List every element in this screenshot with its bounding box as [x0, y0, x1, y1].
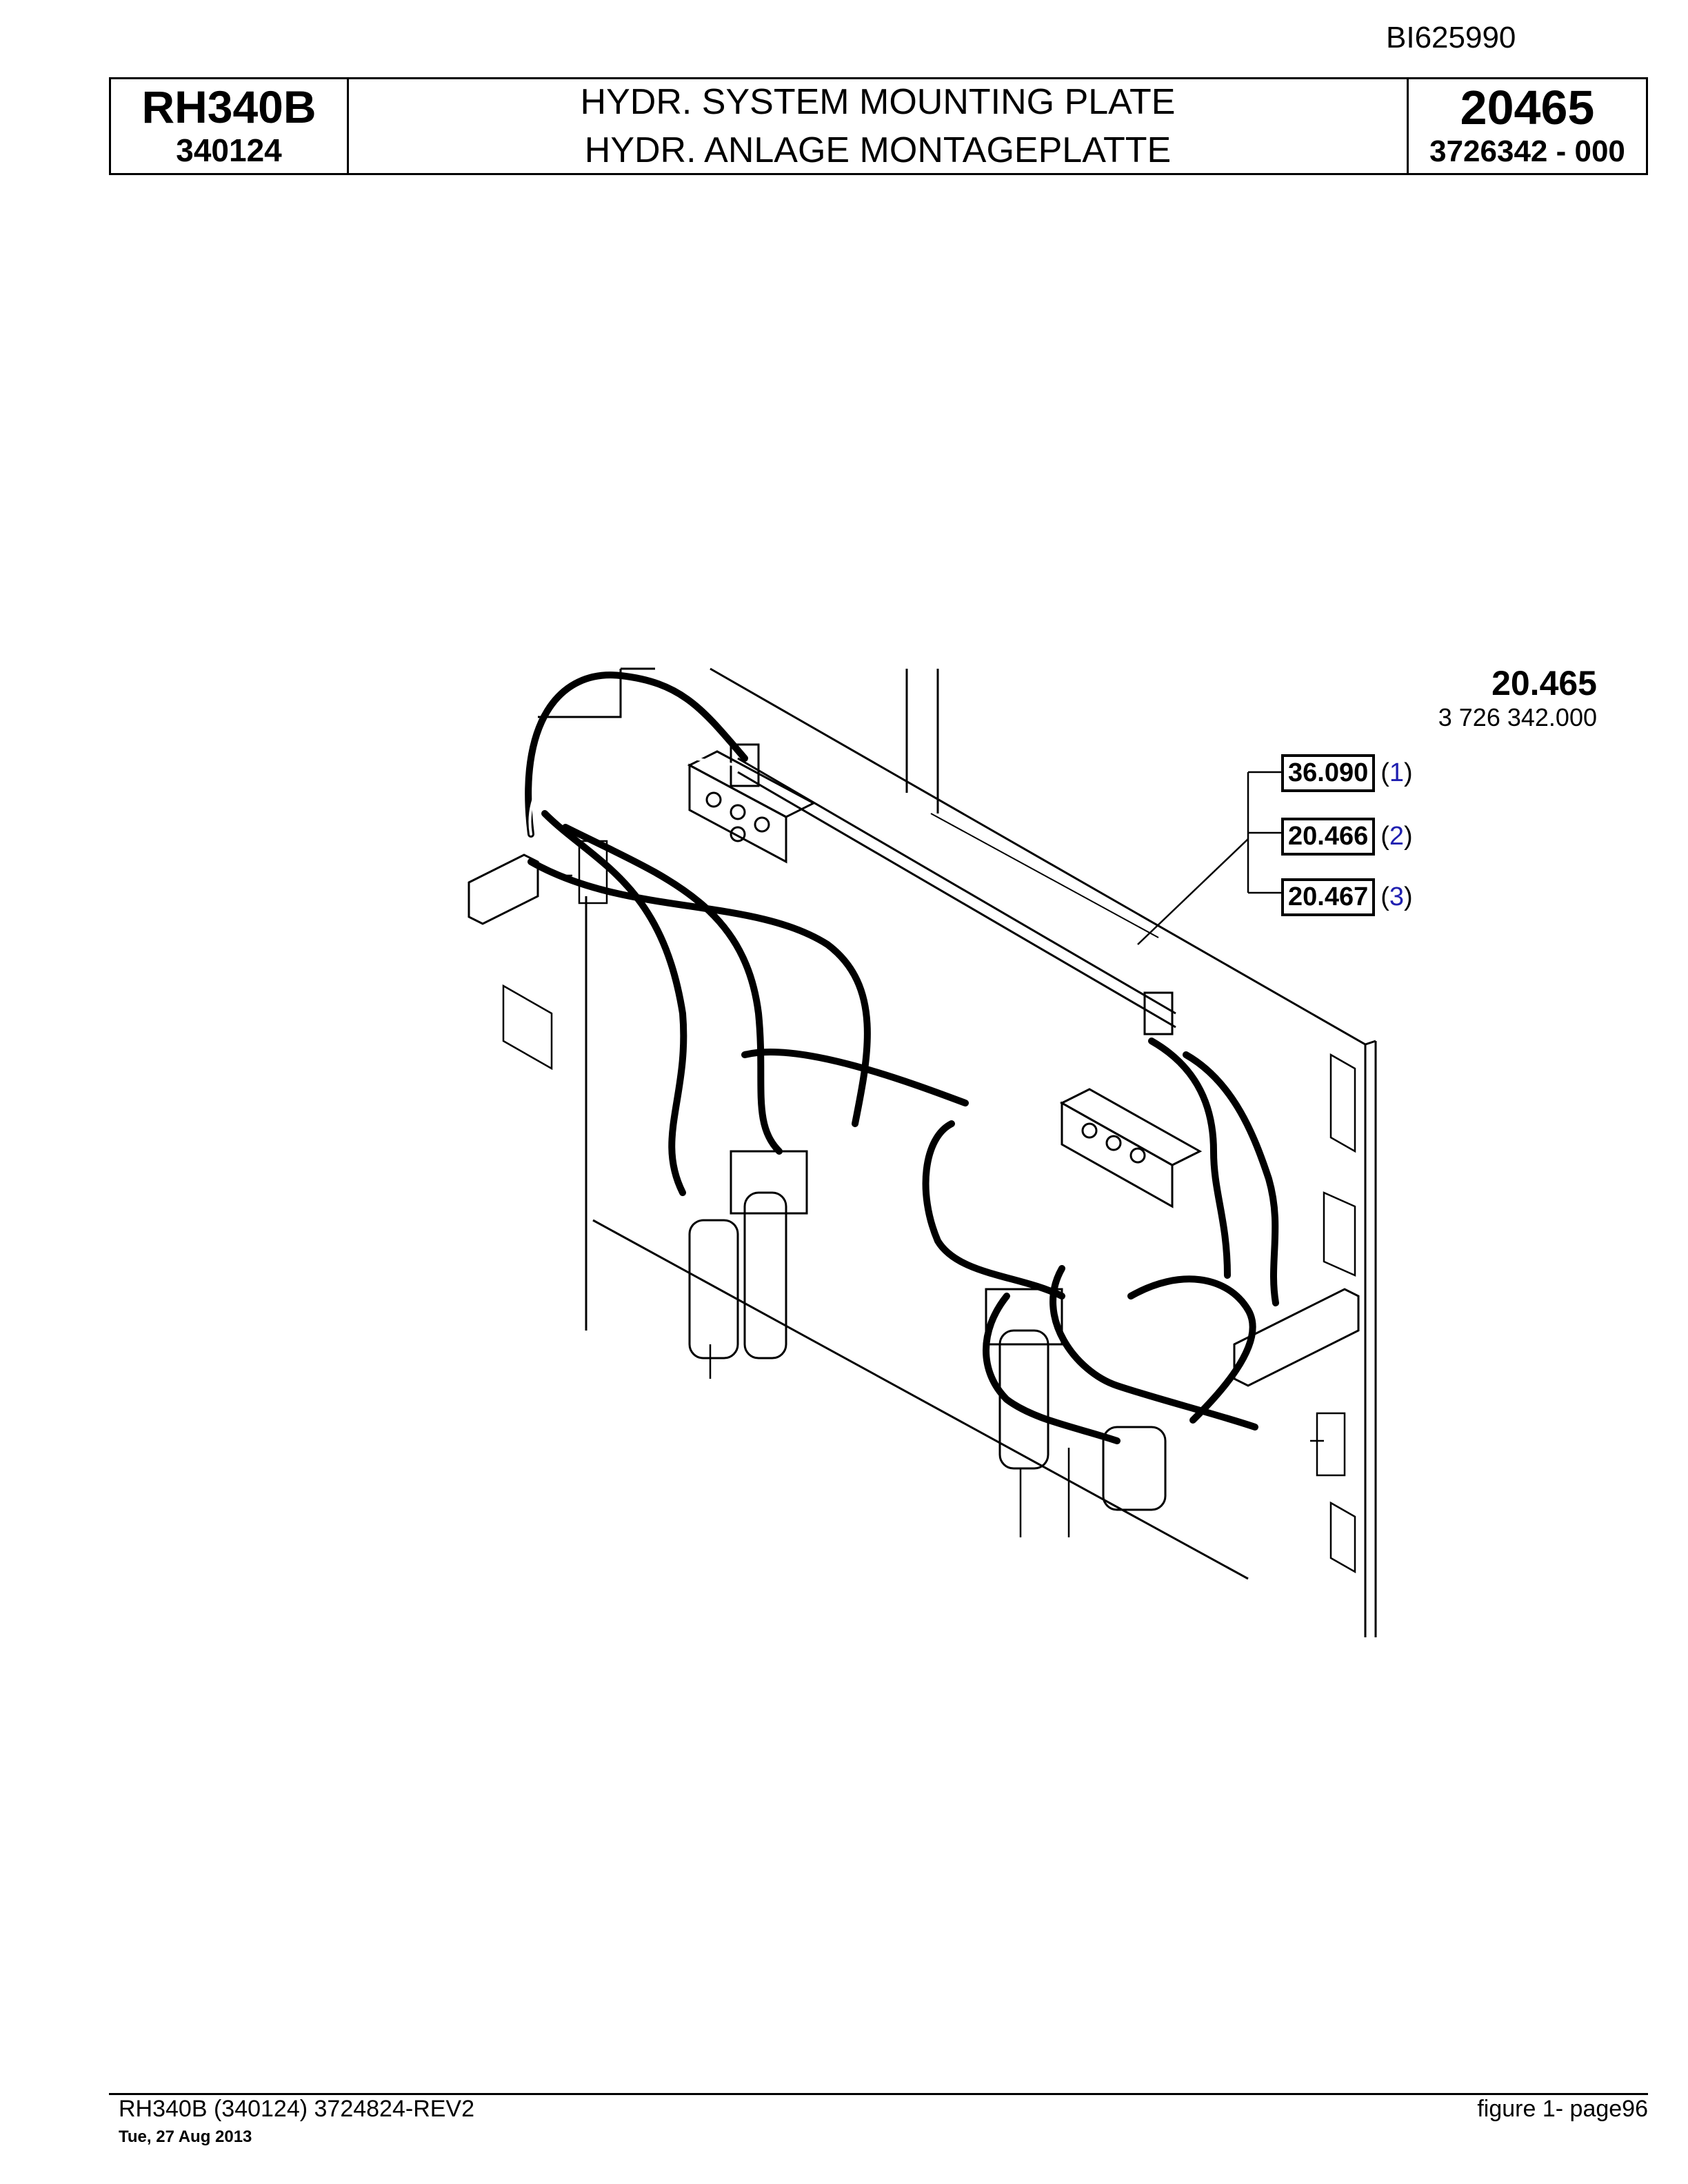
hydraulic-plate-drawing [468, 667, 1377, 1637]
model-cell: RH340B 340124 [111, 79, 349, 173]
cross-tube [730, 743, 1176, 1035]
callout-ref: 20.466 [1281, 818, 1376, 856]
callout-index: (1) [1380, 758, 1413, 787]
title-block: RH340B 340124 HYDR. SYSTEM MOUNTING PLAT… [109, 77, 1648, 175]
left-manifold [468, 750, 816, 925]
callout-ref: 20.467 [1281, 878, 1376, 916]
callout-index: (3) [1380, 882, 1413, 911]
part-number: 3726342 - 000 [1429, 134, 1625, 168]
title-german: HYDR. ANLAGE MONTAGEPLATTE [584, 130, 1172, 170]
assembly-part-number: 3 726 342.000 [1438, 703, 1597, 731]
serial-number: 340124 [176, 132, 282, 168]
footer-page: figure 1- page96 [1477, 2096, 1648, 2122]
mounting-plate [538, 667, 1377, 1637]
footer-document-info: RH340B (340124) 3724824-REV2 [119, 2096, 475, 2122]
hoses [525, 671, 1279, 1444]
callout-leaders [1137, 771, 1283, 945]
callout-2[interactable]: 20.466 (2) [1281, 818, 1413, 856]
filters [688, 1150, 1167, 1511]
title-english: HYDR. SYSTEM MOUNTING PLATE [580, 82, 1176, 122]
fittings [559, 840, 1346, 1537]
callout-ref: 36.090 [1281, 754, 1376, 792]
group-number: 20465 [1460, 81, 1595, 134]
footer-rule [109, 2093, 1648, 2095]
footer-date: Tue, 27 Aug 2013 [119, 2127, 252, 2146]
callout-3[interactable]: 20.467 (3) [1281, 878, 1413, 916]
brackets [502, 984, 1356, 1574]
callout-index: (2) [1380, 822, 1413, 851]
model-name: RH340B [141, 81, 316, 132]
assembly-reference: 20.465 [1491, 664, 1597, 702]
document-id: BI625990 [1386, 21, 1516, 54]
title-cell: HYDR. SYSTEM MOUNTING PLATE HYDR. ANLAGE… [349, 79, 1409, 173]
group-cell: 20465 3726342 - 000 [1409, 79, 1646, 173]
callout-1[interactable]: 36.090 (1) [1281, 754, 1413, 792]
right-manifold [1059, 1088, 1360, 1387]
